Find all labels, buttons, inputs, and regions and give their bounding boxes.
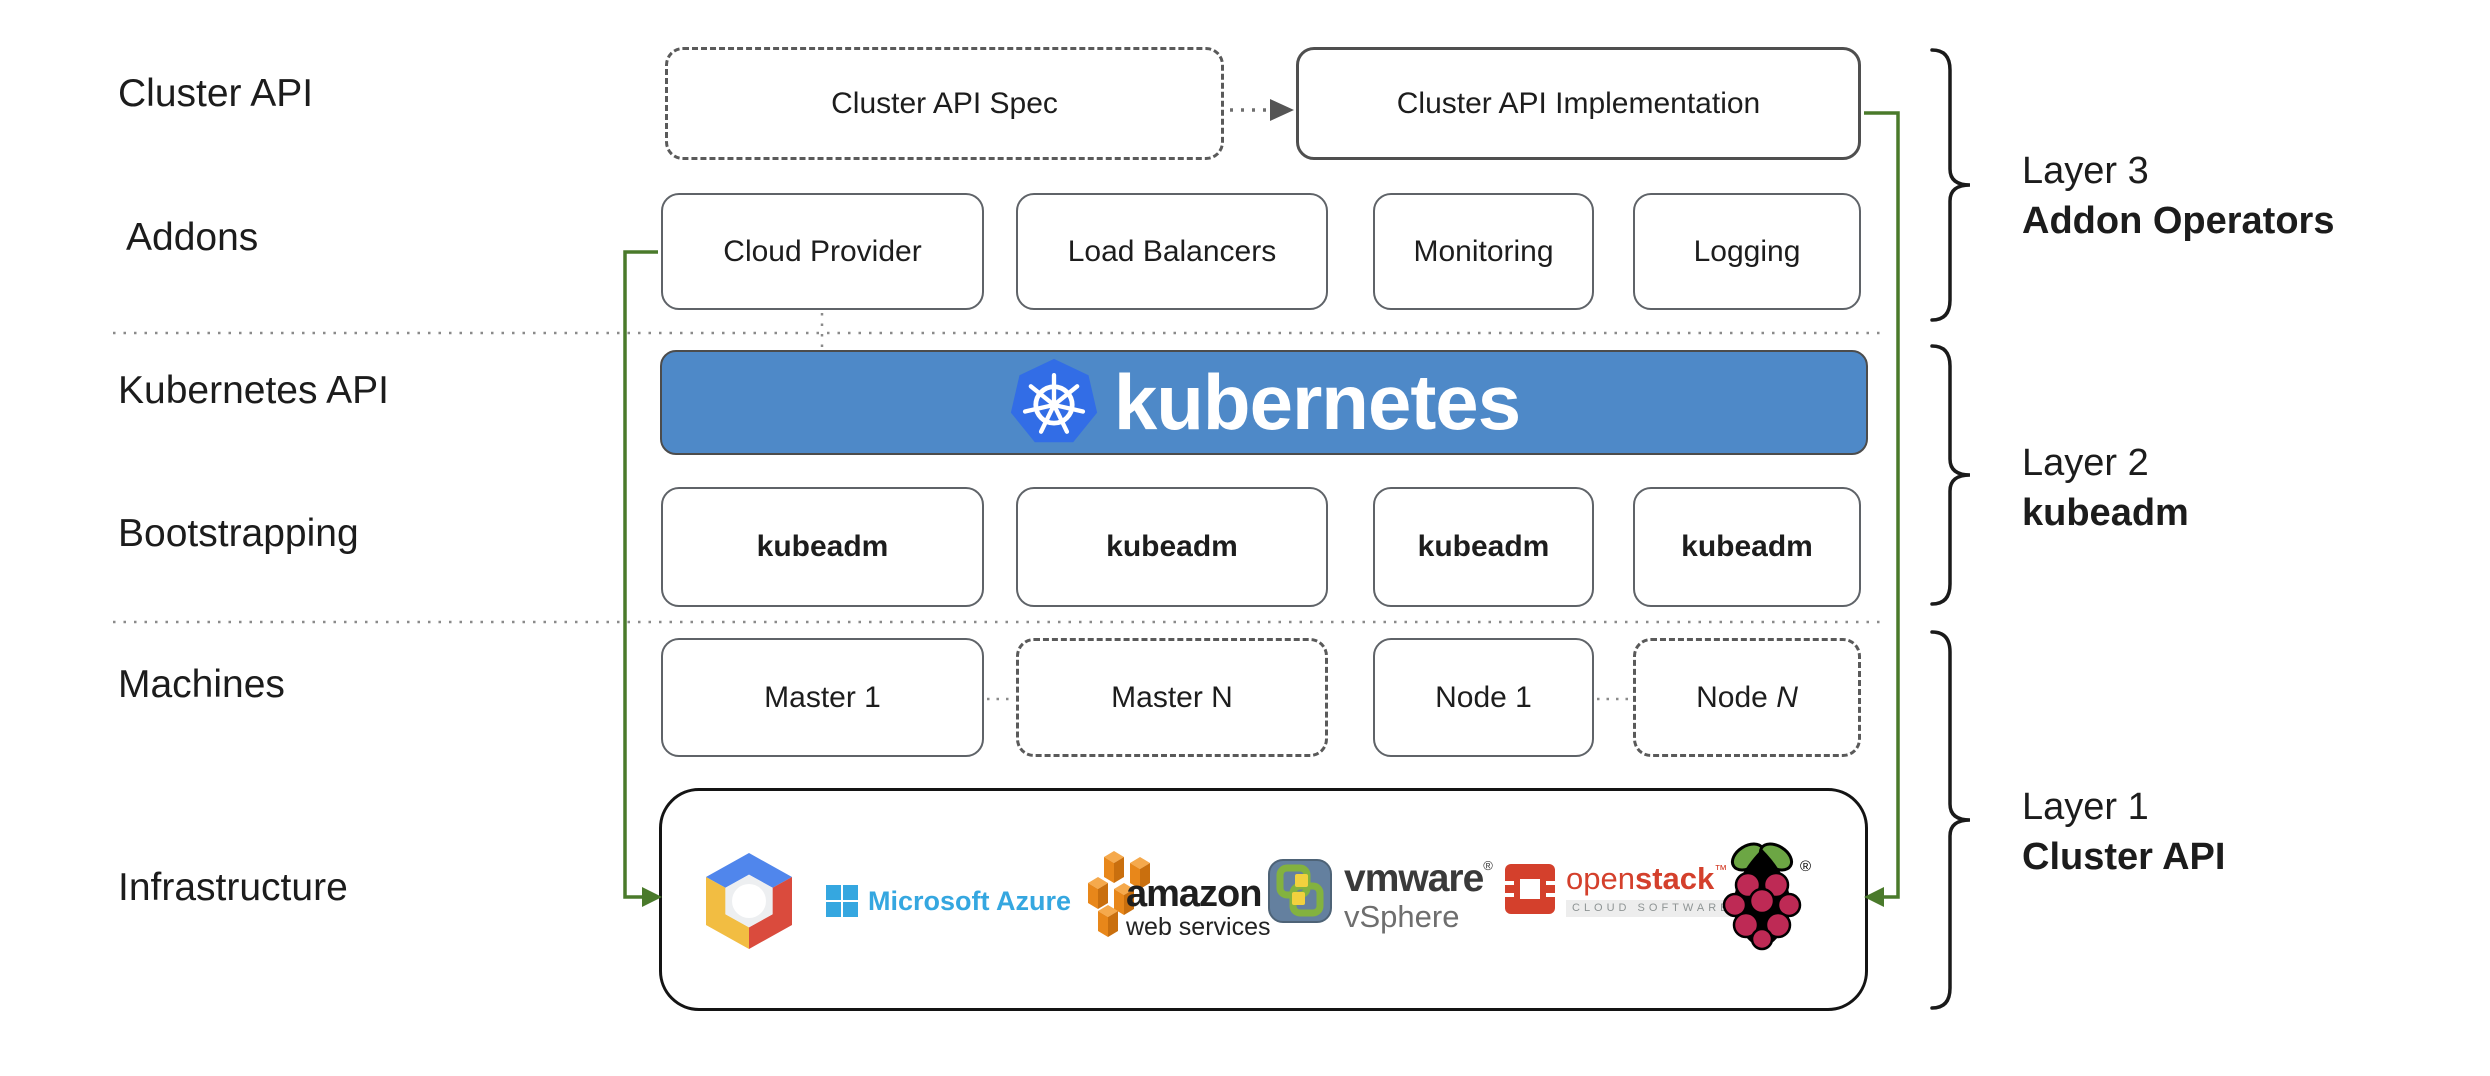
row-label-kubernetes-api: Kubernetes API bbox=[118, 369, 390, 412]
kubeadm-label: kubeadm bbox=[756, 530, 889, 563]
layer-3-title: Layer 3 bbox=[2022, 150, 2149, 192]
machine-label-italic-n: N bbox=[1776, 680, 1798, 714]
raspberry-pi-registered-mark: ® bbox=[1800, 858, 1811, 875]
addon-box-load-balancers: Load Balancers bbox=[1016, 193, 1328, 310]
addon-label: Logging bbox=[1693, 234, 1801, 268]
kubernetes-banner: kubernetes bbox=[660, 350, 1868, 455]
aws-cubes-icon bbox=[1088, 851, 1150, 937]
kubeadm-label: kubeadm bbox=[1106, 530, 1238, 563]
microsoft-azure-logo: Microsoft Azure bbox=[826, 885, 1071, 917]
layer-1-label: Layer 1 Cluster API bbox=[2022, 782, 2225, 882]
raspberry-pi-icon: ® bbox=[1722, 842, 1811, 951]
kubeadm-box: kubeadm bbox=[1016, 487, 1328, 607]
row-label-addons: Addons bbox=[126, 216, 259, 259]
addon-box-cloud-provider: Cloud Provider bbox=[661, 193, 984, 310]
layer-2-brace bbox=[1930, 344, 1971, 606]
machine-label: Master 1 bbox=[764, 680, 881, 714]
row-label-bootstrapping: Bootstrapping bbox=[118, 512, 359, 555]
green-connector-right bbox=[1864, 111, 1900, 899]
machine-box-node-n: Node N bbox=[1633, 638, 1861, 757]
addon-label: Load Balancers bbox=[1067, 234, 1277, 268]
vmware-registered-mark: ® bbox=[1483, 858, 1493, 873]
openstack-logo: openstack™ CLOUD SOFTWARE bbox=[1504, 863, 1738, 917]
microsoft-azure-label: Microsoft Azure bbox=[868, 885, 1072, 916]
layer-1-title: Layer 1 bbox=[2022, 786, 2149, 828]
layer-2-title: Layer 2 bbox=[2022, 442, 2149, 484]
aws-web-services-label: web services bbox=[1126, 913, 1271, 941]
kubeadm-box: kubeadm bbox=[661, 487, 984, 607]
openstack-stack-label: stack bbox=[1634, 861, 1715, 896]
machine-box-master-n: Master N bbox=[1016, 638, 1328, 757]
green-connector-left bbox=[623, 250, 658, 899]
machine-label: Node 1 bbox=[1435, 680, 1532, 714]
kubeadm-box: kubeadm bbox=[1373, 487, 1594, 607]
layer-3-brace bbox=[1930, 48, 1971, 322]
vmware-vsphere-logo: vmware® vSphere bbox=[1268, 859, 1493, 932]
addon-box-monitoring: Monitoring bbox=[1373, 193, 1594, 310]
addon-label: Cloud Provider bbox=[723, 234, 922, 268]
cluster-api-implementation-box: Cluster API Implementation bbox=[1296, 47, 1861, 160]
addon-box-logging: Logging bbox=[1633, 193, 1861, 310]
google-cloud-platform-icon bbox=[706, 853, 792, 949]
addon-label: Monitoring bbox=[1413, 234, 1554, 268]
kubeadm-box: kubeadm bbox=[1633, 487, 1861, 607]
openstack-open-label: open bbox=[1566, 861, 1635, 896]
layer-1-brace bbox=[1930, 630, 1971, 1010]
kubernetes-logo-icon bbox=[1010, 358, 1098, 442]
spec-to-implementation-arrowhead bbox=[1270, 99, 1294, 121]
machine-label: Node bbox=[1696, 680, 1768, 714]
layer-3-label: Layer 3 Addon Operators bbox=[2022, 146, 2334, 246]
layer-2-label: Layer 2 kubeadm bbox=[2022, 438, 2189, 538]
openstack-cloud-software-label: CLOUD SOFTWARE bbox=[1566, 900, 1738, 917]
row-label-cluster-api: Cluster API bbox=[118, 72, 314, 115]
kubeadm-label: kubeadm bbox=[1417, 530, 1550, 563]
cluster-api-implementation-label: Cluster API Implementation bbox=[1396, 86, 1761, 120]
cluster-api-spec-box: Cluster API Spec bbox=[665, 47, 1224, 160]
vmware-icon bbox=[1268, 859, 1332, 923]
machine-box-node-1: Node 1 bbox=[1373, 638, 1594, 757]
machine-label: Master N bbox=[1111, 680, 1233, 714]
vsphere-label: vSphere bbox=[1344, 899, 1460, 934]
layer-1-subtitle: Cluster API bbox=[2022, 836, 2226, 879]
row-label-infrastructure: Infrastructure bbox=[118, 866, 348, 909]
vmware-label: vmware bbox=[1344, 857, 1484, 900]
row-label-machines: Machines bbox=[118, 663, 285, 706]
kubernetes-brand-text: kubernetes bbox=[1113, 358, 1521, 446]
infrastructure-box: Microsoft Azure amazon web services bbox=[659, 788, 1868, 1011]
layer-2-subtitle: kubeadm bbox=[2022, 492, 2189, 535]
aws-amazon-label: amazon bbox=[1126, 873, 1262, 915]
amazon-web-services-logo: amazon web services bbox=[1086, 851, 1316, 961]
layer-3-subtitle: Addon Operators bbox=[2022, 200, 2335, 243]
kubeadm-label: kubeadm bbox=[1681, 530, 1813, 563]
openstack-trademark: ™ bbox=[1714, 862, 1728, 877]
machine-box-master-1: Master 1 bbox=[661, 638, 984, 757]
microsoft-azure-icon bbox=[826, 885, 858, 917]
cluster-api-spec-label: Cluster API Spec bbox=[831, 86, 1058, 120]
openstack-icon bbox=[1504, 864, 1556, 914]
